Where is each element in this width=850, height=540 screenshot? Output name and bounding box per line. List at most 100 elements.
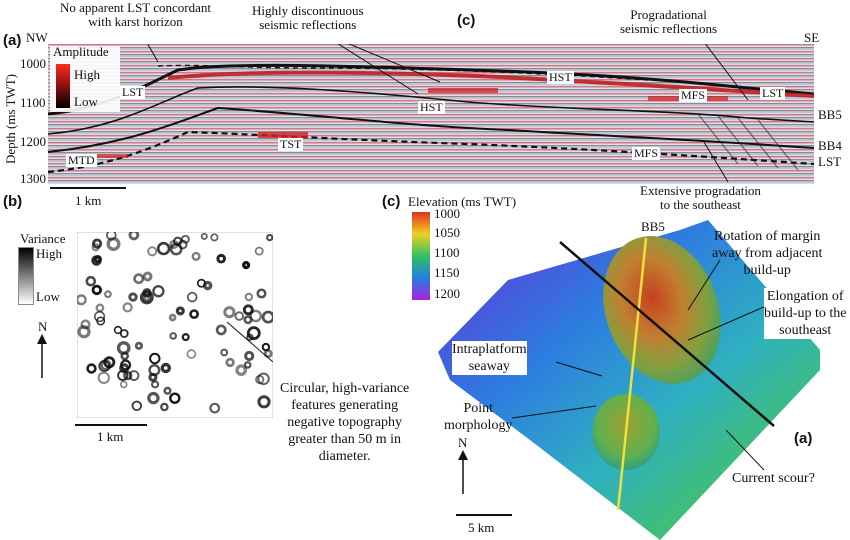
variance-annotation: Circular, high-variance features generat… [280, 381, 410, 464]
variance-feature [123, 370, 133, 381]
variance-feature [131, 400, 143, 412]
variance-feature [242, 304, 254, 316]
variance-feature [246, 326, 261, 340]
variance-feature [177, 239, 188, 250]
scale-label-b: 1 km [97, 429, 124, 444]
variance-feature [191, 251, 201, 261]
surface-polygon [438, 220, 820, 540]
scale-bar-c [456, 514, 512, 516]
variance-feature [128, 292, 138, 302]
reflector-hst [48, 86, 814, 135]
y-tick-1100: 1100 [20, 95, 46, 110]
variance-feature [160, 362, 172, 374]
y-tick-1000: 1000 [20, 56, 46, 71]
tag-hst-center: HST [418, 100, 445, 114]
bb5-label-c: BB5 [641, 219, 665, 234]
variance-feature [196, 278, 206, 288]
annotation-seaway: Intraplatform seaway [452, 341, 527, 375]
variance-feature [120, 359, 132, 371]
y-tick-1300: 1300 [20, 171, 46, 186]
annotation-discontinuous: Highly discontinuous seismic reflections [252, 3, 364, 32]
variance-feature [139, 290, 154, 305]
variance-legend-high: High [36, 246, 62, 261]
scale-label-a: 1 km [75, 193, 102, 208]
variance-feature [133, 273, 145, 285]
amplitude-legend-low: Low [74, 94, 98, 109]
callout-c: (c) [457, 12, 476, 29]
variance-feature [149, 352, 161, 365]
variance-feature [160, 402, 169, 412]
annotation-extensive: Extensive progradation to the southeast [640, 183, 761, 212]
scale-bar-a [50, 187, 126, 189]
tag-hst-right: HST [547, 70, 574, 84]
reflector-dashed-upper [157, 64, 649, 81]
seismic-section [48, 44, 814, 184]
bb5-line [616, 237, 648, 511]
variance-feature [200, 232, 208, 240]
tag-lst-right: LST [760, 86, 786, 100]
variance-feature [223, 306, 236, 319]
variance-feature [244, 350, 255, 362]
annotation-progradational: Progradational seismic reflections [620, 7, 718, 36]
variance-feature [134, 341, 144, 350]
variance-feature [169, 332, 177, 340]
variance-feature [186, 349, 197, 359]
variance-feature [189, 309, 199, 319]
variance-feature [113, 325, 123, 335]
tag-tst: TST [278, 137, 304, 151]
elev-tick-1000: 1000 [434, 206, 460, 221]
variance-feature [220, 348, 229, 357]
tag-lst-far: LST [818, 154, 842, 169]
elevation-legend-title: Elevation (ms TWT) [408, 194, 517, 209]
north-arrow-b [37, 334, 47, 378]
scale-bar-b [75, 424, 147, 426]
variance-feature [175, 306, 185, 316]
annotation-rotation: Rotation of margin away from adjacent bu… [712, 229, 823, 278]
depth-axis-label: Depth (ms TWT) [3, 73, 18, 165]
variance-feature [215, 324, 227, 336]
variance-feature [261, 310, 273, 324]
variance-feature [249, 309, 262, 323]
variance-feature [128, 232, 140, 241]
variance-feature [99, 359, 112, 372]
tag-mtd: MTD [66, 153, 97, 167]
variance-feature [234, 311, 245, 321]
variance-feature [246, 333, 254, 341]
variance-feature [97, 371, 110, 385]
tag-lst-left: LST [120, 85, 146, 99]
panel-c-letter: (c) [382, 193, 401, 210]
variance-feature [91, 238, 103, 249]
large-buildup [603, 236, 721, 384]
variance-feature [156, 241, 171, 256]
tag-mfs-low: MFS [632, 146, 661, 160]
variance-feature [210, 233, 219, 242]
variance-feature [235, 364, 248, 377]
tag-bb4: BB4 [818, 138, 842, 153]
variance-feature [93, 255, 102, 264]
variance-feature [150, 380, 160, 389]
elev-tick-1150: 1150 [434, 265, 460, 280]
variance-feature [147, 246, 158, 257]
variance-map [77, 232, 273, 418]
variance-legend-low: Low [36, 289, 60, 304]
variance-feature [147, 391, 160, 405]
variance-feature [142, 271, 153, 282]
tag-mfs-right: MFS [679, 88, 708, 102]
variance-feature [181, 333, 190, 342]
panel-a-letter: (a) [3, 32, 22, 49]
elevation-colorbar [412, 212, 430, 300]
variance-feature [86, 363, 97, 374]
variance-feature [116, 341, 131, 355]
reflector-red-1 [167, 70, 814, 98]
amplitude-colorbar [56, 64, 70, 108]
variance-feature [152, 285, 165, 298]
elevation-surface [438, 220, 820, 540]
variance-feature [244, 292, 254, 302]
variance-feature [254, 246, 264, 256]
variance-feature [261, 342, 271, 352]
variance-feature [122, 302, 133, 313]
variance-feature [168, 313, 177, 322]
variance-feature [80, 319, 91, 330]
variance-feature [77, 294, 87, 306]
variance-feature [209, 402, 221, 414]
